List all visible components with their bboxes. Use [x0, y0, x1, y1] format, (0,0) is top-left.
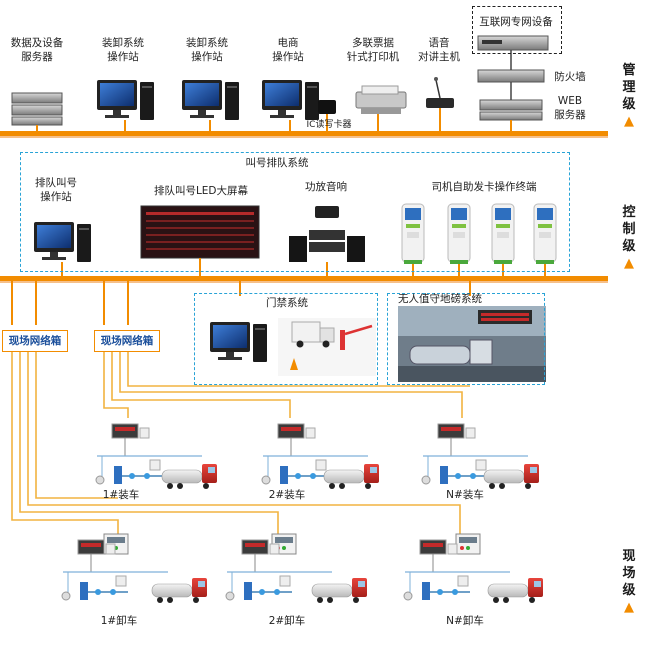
field-network-box-1: 现场网络箱	[2, 330, 68, 352]
printer-icon	[355, 85, 407, 131]
led-screen-icon	[140, 205, 260, 276]
load-station-2-icon	[182, 80, 239, 131]
queue-system-title: 叫号排队系统	[245, 157, 309, 169]
field-wiring	[11, 345, 470, 535]
unload-2-label: 2#卸车	[268, 615, 306, 627]
intercom-icon	[426, 77, 454, 131]
up-arrow-icon: ▲	[624, 256, 634, 271]
ic-reader-icon	[318, 100, 336, 131]
weighbridge-system-box	[387, 293, 545, 385]
management-bus	[0, 131, 608, 136]
unload-station-n	[403, 533, 544, 604]
management-bus-shadow	[0, 136, 608, 138]
queue-system-box	[20, 152, 570, 272]
up-arrow-icon: ▲	[624, 114, 634, 129]
load-n-label: N#装车	[446, 489, 484, 501]
amplifier-icon	[289, 206, 365, 276]
access-system-box	[194, 293, 378, 385]
kiosk-icons	[401, 203, 557, 276]
printer-label: 多联票据针式打印机	[346, 37, 400, 63]
tier-field: 现场级 ▲	[619, 548, 639, 616]
data-server-icon	[11, 92, 63, 131]
access-gate-icon	[278, 318, 376, 376]
ecommerce-station-icon	[262, 80, 319, 131]
tier-field-text: 现场级	[622, 549, 636, 598]
firewall-label: 防火墙	[554, 71, 586, 83]
control-bus	[0, 276, 608, 281]
internet-device-box	[472, 6, 562, 54]
unload-station-1	[61, 533, 208, 604]
bus-drops	[11, 281, 471, 325]
internet-device-icon	[477, 35, 549, 51]
unload-n-label: N#卸车	[446, 615, 484, 627]
tier-control: 控制级 ▲	[619, 204, 639, 272]
load-station-1-label: 装卸系统操作站	[102, 37, 144, 63]
weighbridge-label: 无人值守地磅系统	[398, 293, 482, 305]
unload-station-2	[225, 533, 368, 604]
led-screen-label: 排队叫号LED大屏幕	[153, 185, 249, 197]
load-station-n	[421, 423, 540, 490]
intercom-label: 语音对讲主机	[418, 37, 460, 63]
load-station-1-icon	[97, 80, 154, 131]
data-server-label: 数据及设备服务器	[10, 37, 64, 63]
unload-1-label: 1#卸车	[100, 615, 138, 627]
tier-control-text: 控制级	[622, 205, 636, 254]
load-1-label: 1#装车	[102, 489, 140, 501]
load-station-1	[95, 423, 218, 490]
internet-device-label: 互联网专网设备	[479, 16, 553, 28]
load-station-2	[261, 423, 380, 490]
load-station-2-label: 装卸系统操作站	[186, 37, 228, 63]
kiosk-label: 司机自助发卡操作终端	[431, 181, 537, 193]
weighbridge-scene-icon	[398, 306, 546, 382]
queue-station-icon	[34, 222, 91, 276]
load-2-label: 2#装车	[268, 489, 306, 501]
ic-reader-label: IC读写卡器	[306, 120, 352, 130]
access-system-label: 门禁系统	[266, 297, 308, 309]
firewall-icon	[477, 50, 545, 83]
control-bus-shadow	[0, 281, 608, 283]
field-network-box-2: 现场网络箱	[94, 330, 160, 352]
tier-management: 管理级 ▲	[619, 62, 639, 130]
tier-management-text: 管理级	[622, 63, 636, 112]
ecommerce-label: 电商操作站	[272, 37, 304, 63]
web-server-icon	[479, 82, 543, 131]
queue-station-label: 排队叫号操作站	[35, 177, 77, 203]
up-arrow-icon: ▲	[624, 600, 634, 615]
amplifier-label: 功放音响	[305, 181, 347, 193]
